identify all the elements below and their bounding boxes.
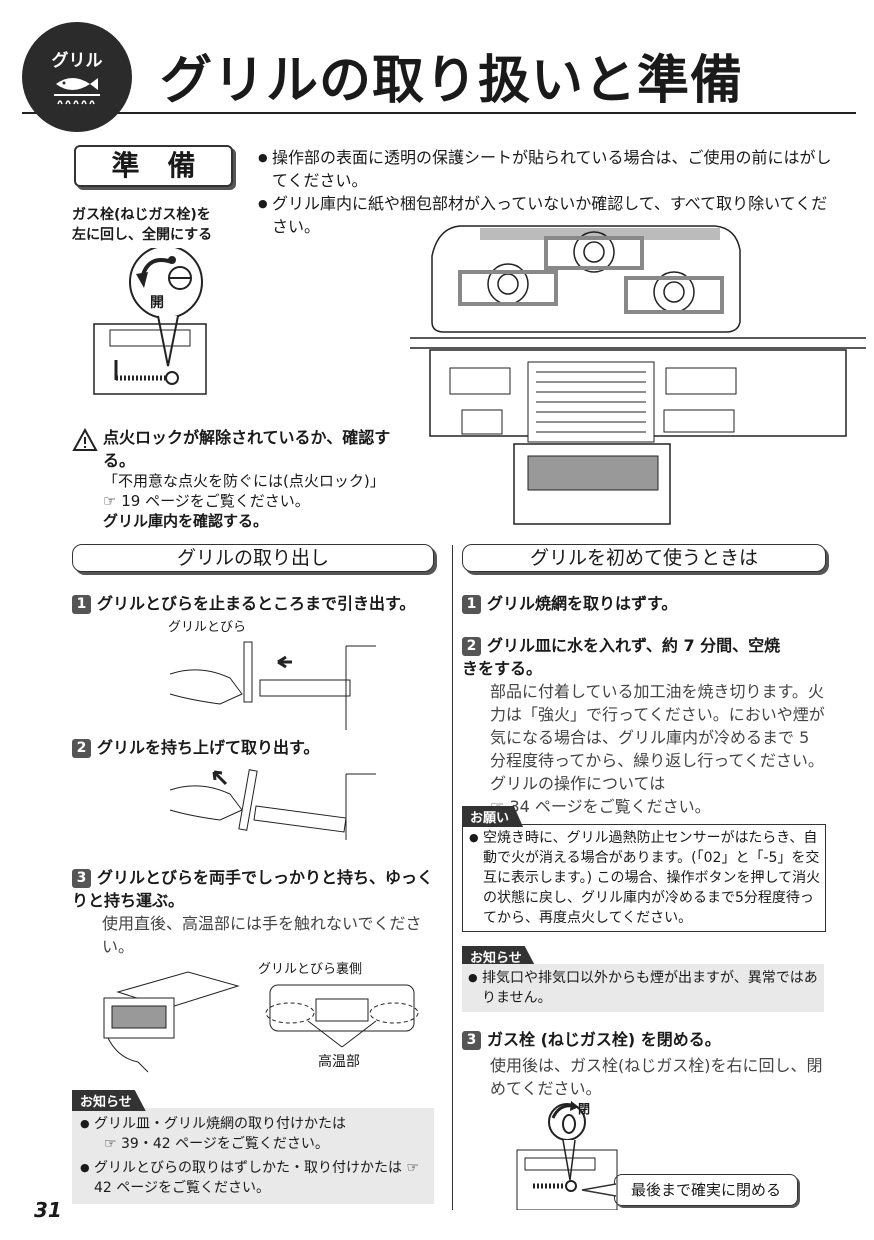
carry-grill-illustration <box>103 971 240 1073</box>
step-text: ガス栓 (ねじガス栓) を閉める。 <box>487 1030 721 1049</box>
right-step3-desc: 使用後は、ガス栓(ねじガス栓)を右に回し、閉めてください。 <box>490 1056 823 1098</box>
stove-illustration <box>410 225 866 525</box>
request-text: 空焼き時に、グリル過熱防止センサーがはたらき、自動で火が消える場合があります。(… <box>469 828 821 928</box>
prep-bullet: 操作部の表面に透明の保護シートが貼られている場合は、ご使用の前にはがしてください… <box>258 146 838 192</box>
section-title-left: グリルの取り出し <box>72 544 434 572</box>
gas-instruction: ガス栓(ねじガス栓)を 左に回し、全開にする <box>72 207 213 243</box>
left-step3-desc: 使用直後、高温部には手を触れないでください。 <box>102 914 422 956</box>
close-mark: 閉 <box>578 1102 591 1116</box>
left-step2: 2 グリルを持ち上げて取り出す。 <box>72 736 442 759</box>
grill-badge: グリル <box>22 22 132 132</box>
step-text: グリル皿に水を入れず、約 7 分間、空焼きをする。 <box>462 636 781 678</box>
step-text: グリルとびらを両手でしっかりと持ち、ゆっくりと持ち運ぶ。 <box>72 868 434 910</box>
step-text: グリル焼網を取りはずす。 <box>487 594 678 613</box>
notice-tag-right: お知らせ <box>462 946 536 967</box>
warning-page-link[interactable]: ☞ 19 ページをご覧ください。 <box>103 490 423 512</box>
prep-bullets: 操作部の表面に透明の保護シートが貼られている場合は、ご使用の前にはがしてください… <box>258 146 838 238</box>
step-text: グリルを持ち上げて取り出す。 <box>97 738 320 757</box>
warning-ref: 「不用意な点火を防ぐには(点火ロック)」 <box>103 472 385 490</box>
warning-icon <box>72 428 98 451</box>
page-number: 31 <box>34 1198 62 1222</box>
step-text: グリルとびらを止まるところまで引き出す。 <box>97 594 416 613</box>
warning-page: 19 ページをご覧ください。 <box>121 492 310 510</box>
pull-grill-illustration <box>169 641 376 730</box>
left-step1: 1 グリルとびらを止まるところまで引き出す。 <box>72 592 442 615</box>
notice-text: グリル皿・グリル焼網の取り付けかたは <box>94 1116 346 1132</box>
page-title: グリルの取り扱いと準備 <box>160 51 744 111</box>
grill-door-label: グリルとびら <box>168 620 247 635</box>
step-number: 1 <box>72 595 91 614</box>
step-number: 3 <box>72 869 91 888</box>
step-number: 2 <box>72 739 91 758</box>
prep-bullet: グリル庫内に紙や梱包部材が入っていないか確認して、すべて取り除いてください。 <box>258 192 838 238</box>
pointing-hand-icon: ☞ <box>103 492 122 510</box>
step-desc: 部品に付着している加工油を焼き切ります。火力は「強火」で行ってください。においや… <box>490 682 825 793</box>
notice-link[interactable]: 42 ページをご覧ください。 <box>94 1180 270 1196</box>
column-divider <box>452 545 453 1210</box>
open-mark: 開 <box>150 295 164 311</box>
warning-check: グリル庫内を確認する。 <box>103 512 269 530</box>
badge-label: グリル <box>51 51 103 71</box>
grill-door-back-label: グリルとびら裏側 <box>258 962 363 977</box>
notice-tag: お知らせ <box>72 1090 146 1111</box>
gas-valve-open-illustration <box>93 248 207 395</box>
step-number: 2 <box>462 637 481 656</box>
callout-pointer <box>581 1183 616 1197</box>
request-tag: お願い <box>462 806 524 827</box>
right-step2-desc: 部品に付着している加工油を焼き切ります。火力は「強火」で行ってください。においや… <box>490 680 830 818</box>
notice-item: グリル皿・グリル焼網の取り付けかたは ☞ 39・42 ページをご覧ください。 <box>80 1114 430 1154</box>
notice-text: グリルとびらの取りはずしかた・取り付けかたは <box>94 1160 402 1176</box>
close-callout: 最後まで確実に閉める <box>614 1174 798 1206</box>
lift-grill-illustration <box>169 769 376 840</box>
prep-label: 準 備 <box>74 145 233 187</box>
right-step1: 1 グリル焼網を取りはずす。 <box>462 592 832 615</box>
warning-title: 点火ロックが解除されているか、確認する。 <box>103 428 391 470</box>
section-title-right: グリルを初めて使うときは <box>462 544 826 572</box>
right-notice-box: 排気口や排気口以外からも煙が出ますが、異常ではありません。 <box>462 964 824 1012</box>
left-notice-box: お知らせ グリル皿・グリル焼網の取り付けかたは ☞ 39・42 ページをご覧くださ… <box>72 1090 434 1204</box>
step-number: 3 <box>462 1031 481 1050</box>
pointing-hand-icon: ☞ <box>402 1160 420 1176</box>
step-ref-link[interactable]: 34 ページをご覧ください。 <box>509 797 711 816</box>
gas-valve-close-illustration <box>516 1101 618 1210</box>
pointing-hand-icon: ☞ <box>104 1136 122 1152</box>
fish-icon <box>54 78 100 105</box>
door-back-illustration <box>265 984 419 1048</box>
request-box: 空焼き時に、グリル過熱防止センサーがはたらき、自動で火が消える場合があります。(… <box>462 824 826 932</box>
notice-link[interactable]: 39・42 ページをご覧ください。 <box>121 1136 329 1152</box>
header-rule <box>22 112 856 114</box>
right-step3: 3 ガス栓 (ねじガス栓) を閉める。 <box>462 1028 832 1051</box>
notice-text: 排気口や排気口以外からも煙が出ますが、異常ではありません。 <box>468 968 820 1008</box>
hot-part-label: 高温部 <box>318 1054 360 1070</box>
step-number: 1 <box>462 595 481 614</box>
notice-item: グリルとびらの取りはずしかた・取り付けかたは ☞ 42 ページをご覧ください。 <box>80 1158 430 1198</box>
